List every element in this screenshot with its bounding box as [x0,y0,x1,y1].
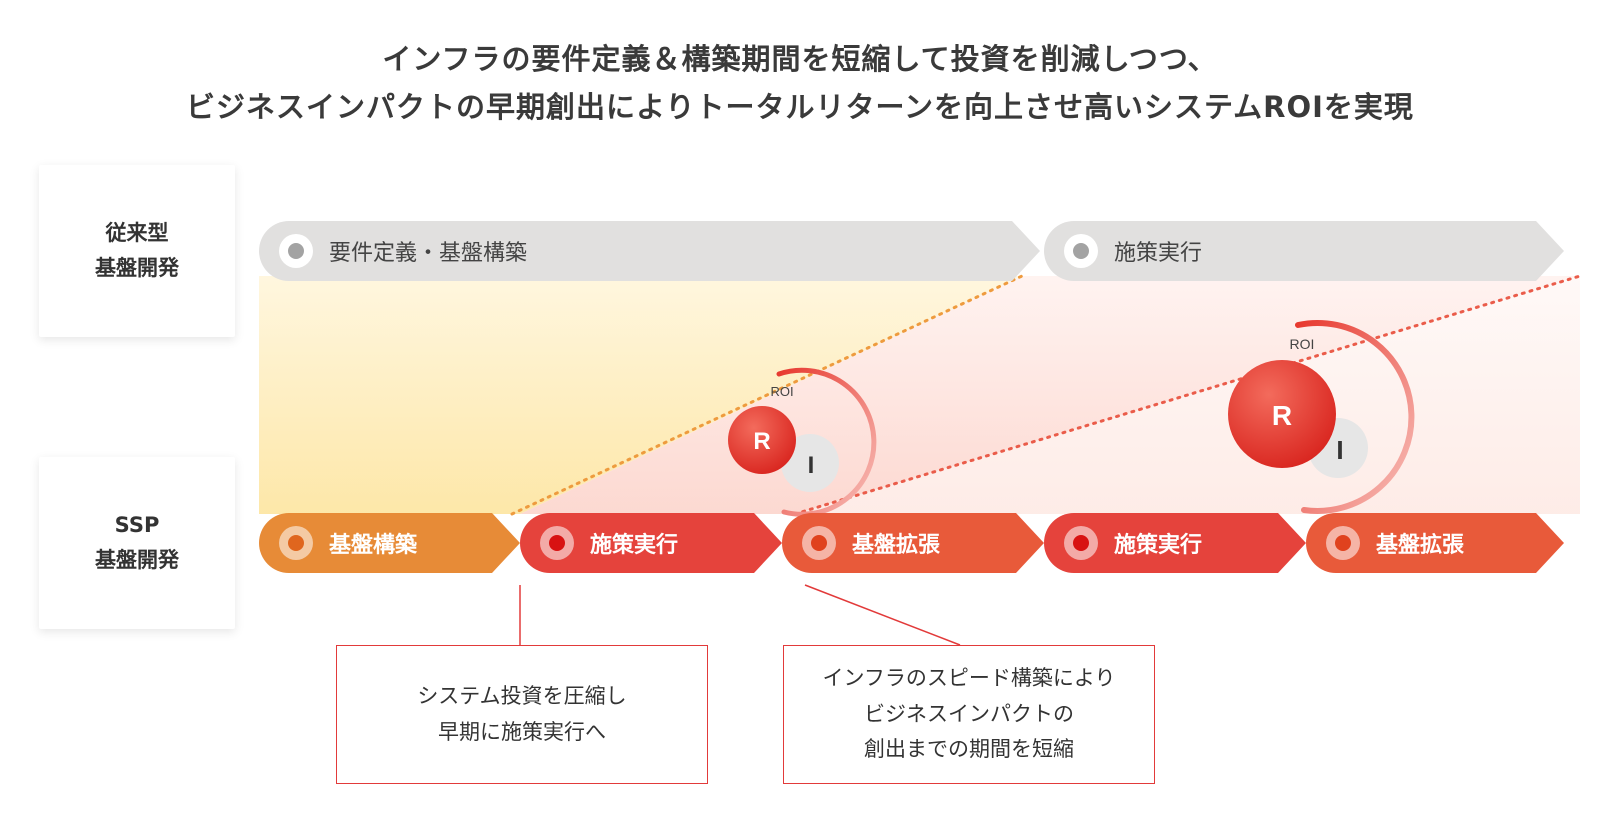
guide-line-1 [510,274,1024,516]
conventional-step-label: 施策実行 [1114,241,1203,266]
note-cost-reduction-line2: 早期に施策実行へ [438,719,606,744]
ssp-step-expand-2: 基盤拡張 [1306,513,1564,573]
row-label-conventional: 従来型 基盤開発 [39,165,235,337]
step-bullet-icon [802,526,836,560]
step-bullet-icon [1064,234,1098,268]
note-cost-reduction: システム投資を圧縮し 早期に施策実行へ [336,645,708,784]
roi-r-label-2: R [1272,400,1292,431]
row-label-conventional-line2: 基盤開発 [95,256,179,280]
ssp-step-label: 基盤拡張 [852,533,941,558]
roi-badge-1: ROI R I [728,367,877,517]
roi-ring-2 [1295,320,1415,514]
step-bullet-icon [540,526,574,560]
headline-line-2: ビジネスインパクトの早期創出によりトータルリターンを向上させ高いシステムROIを… [186,90,1414,124]
ssp-step-label: 基盤構築 [329,533,418,558]
step-bullet-icon [279,234,313,268]
roi-i-circle-1 [781,434,839,492]
ssp-step-execution-1: 施策実行 [520,513,782,573]
row-label-conventional-line1: 従来型 [105,221,169,246]
row-label-ssp-line1: SSP [114,513,160,538]
step-bullet-icon [279,526,313,560]
roi-r-circle-1 [728,406,796,474]
roi-caption-1: ROI [770,384,793,399]
build-period-shade [259,276,1022,514]
ssp-step-build: 基盤構築 [259,513,520,573]
roi-r-label-1: R [753,428,770,455]
row-label-ssp: SSP 基盤開発 [39,457,235,629]
headline-line-1: インフラの要件定義＆構築期間を短縮して投資を削減しつつ、 [382,42,1218,76]
note-speed-build: インフラのスピード構築により ビジネスインパクトの 創出までの期間を短縮 [783,645,1155,784]
conventional-step-requirements: 要件定義・基盤構築 [259,221,1040,281]
step-bullet-icon [1326,526,1360,560]
note-speed-build-line1: インフラのスピード構築により [822,665,1116,690]
roi-i-label-1: I [808,452,815,479]
roi-i-label-2: I [1336,435,1343,465]
conventional-step-label: 要件定義・基盤構築 [329,241,528,266]
ssp-step-execution-2: 施策実行 [1044,513,1306,573]
ssp-step-label: 施策実行 [590,533,679,558]
note-cost-reduction-line1: システム投資を圧縮し [417,683,627,708]
step-bullet-icon [1064,526,1098,560]
row-label-ssp-line2: 基盤開発 [95,548,179,572]
conventional-step-execution: 施策実行 [1044,221,1564,281]
ssp-step-expand-1: 基盤拡張 [782,513,1044,573]
note-speed-build-line3: 創出までの期間を短縮 [864,737,1074,762]
guide-line-2 [793,274,1582,516]
ssp-step-label: 施策実行 [1114,533,1203,558]
note-speed-build-line2: ビジネスインパクトの [864,701,1074,726]
ssp-step-label: 基盤拡張 [1376,533,1465,558]
callout-line-2 [804,584,961,646]
roi-caption-2: ROI [1290,336,1315,352]
roi-ring-1 [776,367,877,517]
roi-r-circle-2 [1228,360,1336,468]
roi-badge-2: ROI R I [1228,320,1415,514]
